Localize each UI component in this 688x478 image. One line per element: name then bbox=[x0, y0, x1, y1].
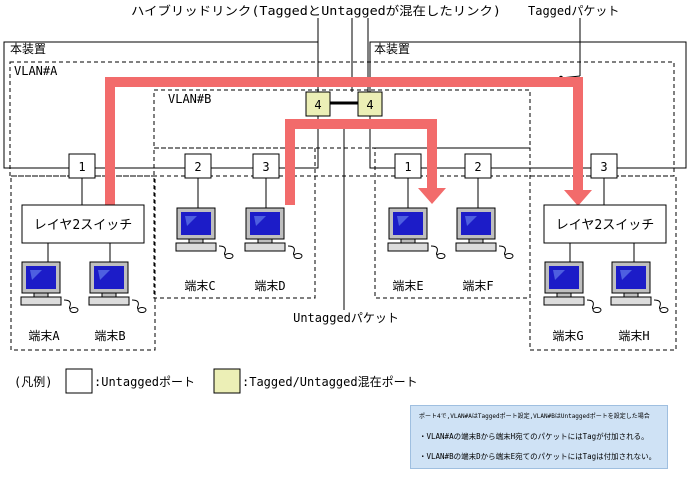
legend-mixed-swatch bbox=[213, 368, 241, 394]
terminal-f-label: 端末F bbox=[462, 279, 493, 293]
terminal-c-label: 端末C bbox=[184, 279, 215, 293]
legend-untagged-label: :Untaggedポート bbox=[94, 375, 195, 389]
terminal-g-pc-icon bbox=[543, 261, 602, 313]
untagged-arrowhead bbox=[418, 188, 446, 204]
svg-text:レイヤ2スイッチ: レイヤ2スイッチ bbox=[34, 218, 132, 233]
tagged-packet-path bbox=[105, 77, 583, 205]
vlan-a-region bbox=[9, 61, 675, 177]
group-cd bbox=[153, 147, 316, 299]
port-4-left: 4 bbox=[305, 91, 331, 117]
terminal-g-label: 端末G bbox=[552, 329, 583, 343]
terminal-a-pc-icon bbox=[20, 261, 79, 313]
hybrid-link-label: ハイブリッドリンク(TaggedとUntaggedが混在したリンク) bbox=[131, 3, 501, 18]
note-line-2: ・VLAN#Aの端末Bから端末H宛てのパケットにはTagが付加される。 bbox=[419, 432, 649, 441]
terminal-d-pc-icon bbox=[244, 207, 303, 259]
svg-text:2: 2 bbox=[194, 160, 201, 174]
svg-text:4: 4 bbox=[366, 98, 373, 112]
terminal-h-pc-icon bbox=[610, 261, 669, 313]
note-line-3: ・VLAN#Bの端末Dから端末E宛てのパケットにはTagは付加されない。 bbox=[419, 452, 657, 461]
legend-prefix: (凡例) bbox=[14, 375, 52, 389]
tagged-arrowhead bbox=[564, 190, 592, 206]
port-right-3: 3 bbox=[590, 153, 618, 179]
svg-text:3: 3 bbox=[262, 160, 269, 174]
device-right-box bbox=[369, 41, 687, 169]
terminal-e-label: 端末E bbox=[392, 279, 423, 293]
svg-text:3: 3 bbox=[600, 160, 607, 174]
port-left-3: 3 bbox=[252, 153, 280, 179]
terminal-a-label: 端末A bbox=[28, 329, 60, 343]
svg-text:1: 1 bbox=[404, 160, 411, 174]
svg-text:1: 1 bbox=[78, 160, 85, 174]
port-4-right: 4 bbox=[357, 91, 383, 117]
vlan-a-label: VLAN#A bbox=[14, 64, 58, 78]
device-left-box bbox=[3, 41, 319, 169]
svg-text:4: 4 bbox=[314, 98, 321, 112]
port-left-2: 2 bbox=[184, 153, 212, 179]
terminal-f-pc-icon bbox=[455, 207, 514, 259]
legend-mixed-label: :Tagged/Untagged混在ポート bbox=[242, 375, 418, 389]
explanation-note: ポート4で,VLAN#AはTaggedポート設定,VLAN#BはUntagged… bbox=[410, 405, 668, 469]
terminal-e-pc-icon bbox=[387, 207, 446, 259]
layer2-switch-right: レイヤ2スイッチ bbox=[543, 204, 667, 244]
legend-untagged-swatch bbox=[65, 368, 93, 394]
terminal-d-label: 端末D bbox=[254, 279, 285, 293]
svg-text:レイヤ2スイッチ: レイヤ2スイッチ bbox=[556, 218, 654, 233]
vlan-b-label: VLAN#B bbox=[168, 92, 211, 106]
svg-text:2: 2 bbox=[474, 160, 481, 174]
port-left-1: 1 bbox=[68, 153, 96, 179]
note-line-1: ポート4で,VLAN#AはTaggedポート設定,VLAN#BはUntagged… bbox=[419, 413, 650, 420]
terminal-b-label: 端末B bbox=[94, 329, 125, 343]
untagged-packet-path bbox=[285, 119, 437, 205]
terminal-c-pc-icon bbox=[175, 207, 234, 259]
device-left-label: 本装置 bbox=[10, 42, 46, 56]
layer2-switch-left: レイヤ2スイッチ bbox=[21, 204, 145, 244]
port-right-2: 2 bbox=[464, 153, 492, 179]
group-ef bbox=[374, 147, 531, 299]
terminal-h-label: 端末H bbox=[618, 329, 649, 343]
untagged-packet-label: Untaggedパケット bbox=[293, 311, 399, 325]
device-right-label: 本装置 bbox=[374, 42, 410, 56]
tagged-packet-label: Taggedパケット bbox=[528, 4, 619, 18]
port-right-1: 1 bbox=[394, 153, 422, 179]
terminal-b-pc-icon bbox=[88, 261, 147, 313]
